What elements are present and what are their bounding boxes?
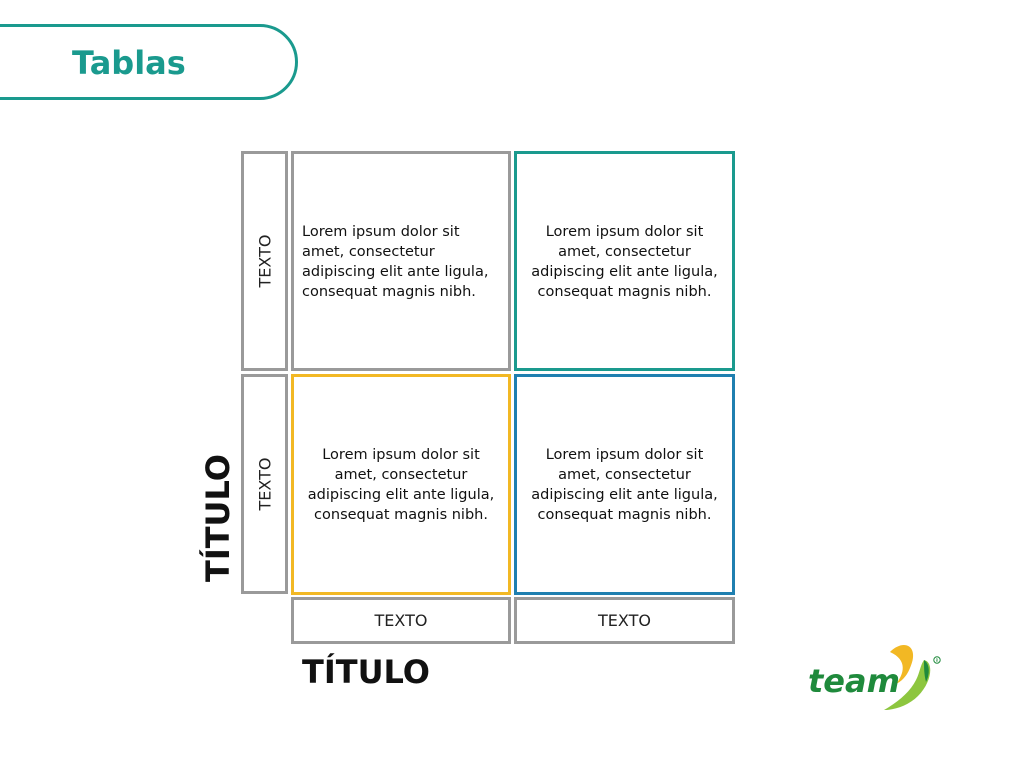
- team-logo-wordmark: team: [808, 662, 900, 700]
- cell-bottom-left-text: Lorem ipsum dolor sit amet, consectetur …: [307, 447, 495, 523]
- cell-bottom-right-text: Lorem ipsum dolor sit amet, consectetur …: [531, 447, 718, 523]
- column-label-1: TEXTO: [291, 597, 511, 644]
- cell-top-right: Lorem ipsum dolor sit amet, consectetur …: [514, 151, 735, 371]
- svg-text:R: R: [936, 658, 939, 663]
- row-label-1: TEXTO: [241, 151, 288, 371]
- cell-top-left: Lorem ipsum dolor sit amet, consectetur …: [291, 151, 511, 371]
- row-label-2-text: TEXTO: [255, 457, 274, 511]
- column-label-2: TEXTO: [514, 597, 735, 644]
- horizontal-axis-title: TÍTULO: [302, 653, 430, 691]
- vertical-axis-title: TÍTULO: [199, 454, 237, 582]
- slide-title: Tablas: [72, 44, 186, 82]
- team-logo-icon: R team: [808, 645, 941, 710]
- row-label-2: TEXTO: [241, 374, 288, 594]
- row-label-1-text: TEXTO: [255, 234, 274, 288]
- cell-top-right-text: Lorem ipsum dolor sit amet, consectetur …: [531, 224, 718, 300]
- cell-bottom-right: Lorem ipsum dolor sit amet, consectetur …: [514, 374, 735, 595]
- column-label-1-text: TEXTO: [374, 611, 428, 630]
- cell-bottom-left: Lorem ipsum dolor sit amet, consectetur …: [291, 374, 511, 595]
- title-banner: [0, 24, 298, 100]
- cell-top-left-text: Lorem ipsum dolor sit amet, consectetur …: [302, 224, 489, 300]
- team-logo: R team: [806, 638, 946, 718]
- column-label-2-text: TEXTO: [598, 611, 651, 630]
